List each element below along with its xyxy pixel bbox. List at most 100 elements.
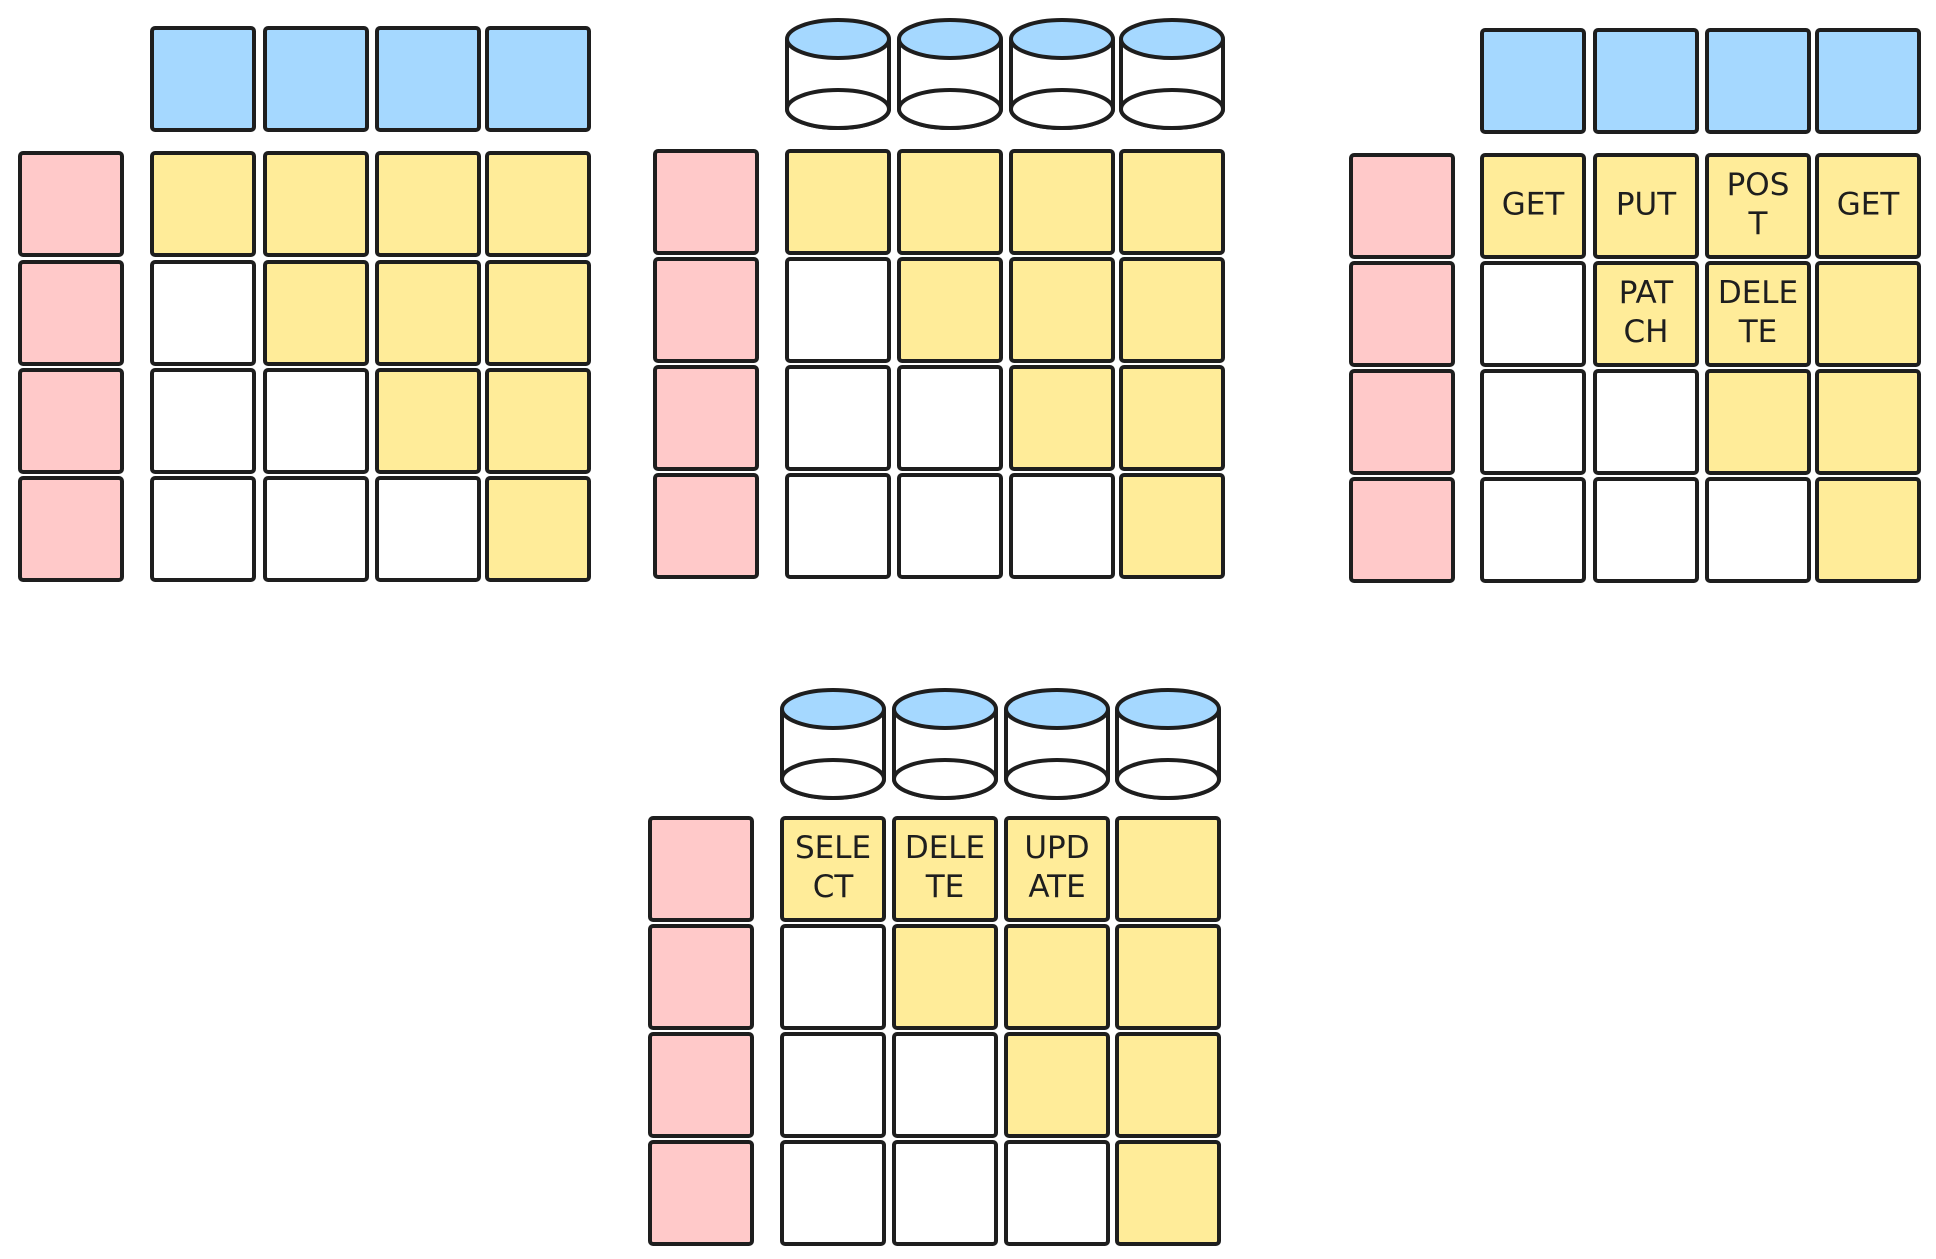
grid-cell bbox=[1009, 365, 1115, 471]
cell-label: TE bbox=[1738, 314, 1778, 350]
grid-cell bbox=[1115, 816, 1221, 922]
cell-label: DELE bbox=[905, 830, 985, 866]
grid-cell bbox=[150, 260, 256, 366]
cylinder-top bbox=[1115, 688, 1221, 730]
cylinder-bottom bbox=[1009, 88, 1115, 130]
cell-label: T bbox=[1748, 206, 1769, 242]
grid-cell bbox=[263, 476, 369, 582]
column-header-4 bbox=[1815, 28, 1921, 134]
grid-cell bbox=[375, 151, 481, 257]
grid-cell bbox=[1004, 1140, 1110, 1246]
grid-cell bbox=[375, 476, 481, 582]
row-header-4 bbox=[1349, 477, 1455, 583]
grid-cell bbox=[1004, 1032, 1110, 1138]
cell-box bbox=[897, 473, 1003, 579]
cell-box bbox=[1009, 473, 1115, 579]
cell-box bbox=[1593, 369, 1699, 475]
row-header-1 bbox=[653, 149, 759, 255]
cell-box bbox=[1705, 261, 1811, 367]
row-header-3 bbox=[1349, 369, 1455, 475]
cell-label: CT bbox=[813, 869, 855, 905]
row-header-2 bbox=[653, 257, 759, 363]
row-header-4 bbox=[653, 473, 759, 579]
cylinder-bottom bbox=[1119, 88, 1225, 130]
grid-cell bbox=[1593, 369, 1699, 475]
cell-box bbox=[263, 476, 369, 582]
grid-cell bbox=[485, 368, 591, 474]
cell-box bbox=[1119, 149, 1225, 255]
cylinder-top bbox=[1009, 18, 1115, 60]
cylinder-top bbox=[892, 688, 998, 730]
grid-cell bbox=[1115, 1032, 1221, 1138]
grid-cell bbox=[485, 260, 591, 366]
cell-box bbox=[1815, 369, 1921, 475]
cylinder-bottom bbox=[785, 88, 891, 130]
cell-box bbox=[897, 149, 1003, 255]
cylinder-top bbox=[780, 688, 886, 730]
cell-box bbox=[150, 368, 256, 474]
cell-box bbox=[780, 1032, 886, 1138]
cell-label: UPD bbox=[1024, 830, 1089, 866]
cell-box bbox=[1593, 261, 1699, 367]
cell-box bbox=[150, 260, 256, 366]
column-header-1 bbox=[1480, 28, 1586, 134]
cell-box bbox=[780, 816, 886, 922]
grid-cell bbox=[1009, 473, 1115, 579]
grid-1 bbox=[18, 26, 591, 582]
cylinder-top bbox=[897, 18, 1003, 60]
column-header-3 bbox=[375, 26, 481, 132]
cylinder-top bbox=[1119, 18, 1225, 60]
cell-box bbox=[1009, 365, 1115, 471]
cell-box bbox=[1004, 924, 1110, 1030]
grid-cell bbox=[263, 260, 369, 366]
grid-cell bbox=[897, 473, 1003, 579]
grid-cell bbox=[1009, 257, 1115, 363]
cylinder-bottom bbox=[892, 758, 998, 800]
column-header-cylinder-2 bbox=[897, 18, 1003, 130]
grid-cell bbox=[785, 149, 891, 255]
cell-box bbox=[1009, 149, 1115, 255]
cell-box bbox=[263, 368, 369, 474]
cylinder-top bbox=[785, 18, 891, 60]
grid-cell bbox=[1705, 477, 1811, 583]
cell-box bbox=[375, 260, 481, 366]
grid-cell bbox=[1480, 369, 1586, 475]
grid-cell bbox=[263, 368, 369, 474]
grid-cell bbox=[1115, 924, 1221, 1030]
grid-cell bbox=[780, 1140, 886, 1246]
grid-cell bbox=[897, 149, 1003, 255]
cell-box bbox=[375, 151, 481, 257]
grid-cell bbox=[1119, 473, 1225, 579]
column-header-1 bbox=[150, 26, 256, 132]
grid-cell bbox=[785, 365, 891, 471]
grid-cell: GET bbox=[1480, 153, 1586, 259]
grid-cell bbox=[892, 924, 998, 1030]
cell-label: PUT bbox=[1616, 187, 1677, 223]
cell-box bbox=[1705, 477, 1811, 583]
cell-box bbox=[485, 260, 591, 366]
column-header-4 bbox=[485, 26, 591, 132]
cell-box bbox=[892, 816, 998, 922]
cell-label: SELE bbox=[795, 830, 871, 866]
grid-cell: PUT bbox=[1593, 153, 1699, 259]
column-header-2 bbox=[1593, 28, 1699, 134]
cell-box bbox=[1593, 153, 1699, 259]
cell-box bbox=[1009, 257, 1115, 363]
cell-label: GET bbox=[1837, 187, 1901, 223]
column-header-cylinder-2 bbox=[892, 688, 998, 800]
row-header-4 bbox=[648, 1140, 754, 1246]
grid-cell bbox=[150, 151, 256, 257]
cell-label: ATE bbox=[1028, 869, 1085, 905]
column-header-cylinder-1 bbox=[785, 18, 891, 130]
grid-cell bbox=[1119, 149, 1225, 255]
cell-box bbox=[785, 473, 891, 579]
cell-box bbox=[263, 151, 369, 257]
grid-cell bbox=[1593, 477, 1699, 583]
cylinder-bottom bbox=[1004, 758, 1110, 800]
